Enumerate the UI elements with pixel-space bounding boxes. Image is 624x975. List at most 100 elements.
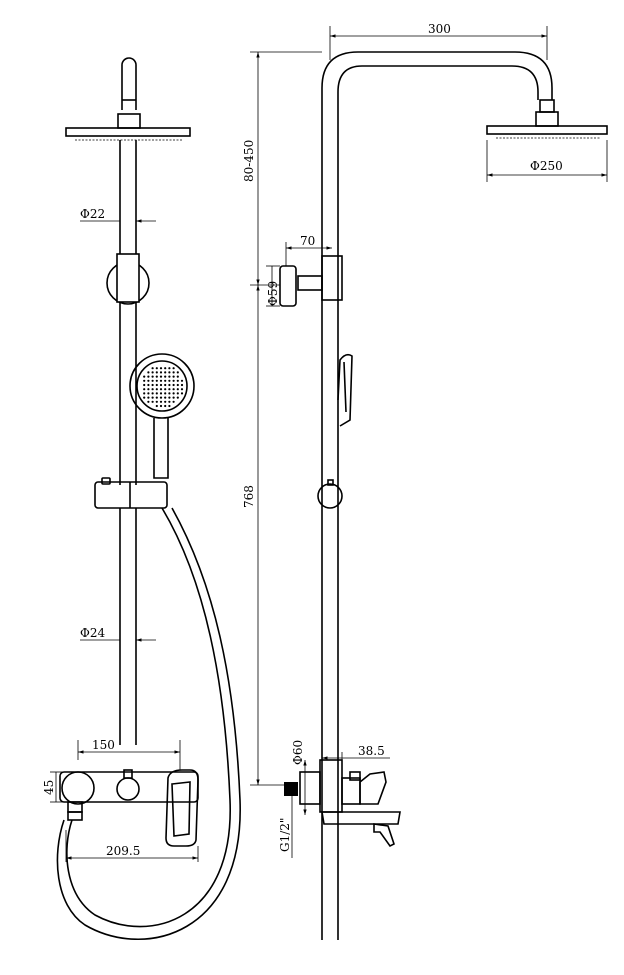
spray-hole xyxy=(168,375,171,378)
spray-hole xyxy=(151,392,154,395)
spray-hole xyxy=(176,383,179,387)
spray-hole xyxy=(159,388,163,391)
spray-hole xyxy=(159,367,163,370)
spray-hole xyxy=(155,383,158,387)
label-arm-reach: 300 xyxy=(428,22,451,36)
spray-hole xyxy=(172,379,175,382)
spray-hole xyxy=(164,388,167,391)
spray-hole xyxy=(147,379,150,382)
spray-hole xyxy=(151,375,154,378)
label-bracket-diameter: Φ59 xyxy=(266,281,280,306)
spray-hole xyxy=(151,379,154,382)
label-mixer-height: 45 xyxy=(42,780,56,795)
label-thread: G1/2" xyxy=(278,818,292,852)
overhead-shower-head xyxy=(65,127,191,137)
spray-hole xyxy=(164,371,167,374)
spray-hole xyxy=(168,371,171,374)
spray-hole xyxy=(168,404,171,408)
label-mixer-width: 150 xyxy=(92,738,115,752)
spray-hole xyxy=(151,371,154,374)
spray-hole xyxy=(143,379,146,382)
spray-hole xyxy=(172,396,175,399)
spray-hole xyxy=(155,379,158,382)
spray-hole xyxy=(143,392,146,395)
spray-hole xyxy=(180,388,184,391)
spray-hole xyxy=(159,379,163,382)
spray-hole xyxy=(164,383,167,387)
spray-hole xyxy=(151,396,154,399)
riser-pipe-inner xyxy=(337,65,539,940)
side-view: 300 Φ250 80-450 768 70 Φ59 xyxy=(242,22,608,940)
spray-hole xyxy=(159,396,163,399)
spray-hole xyxy=(176,392,179,395)
spray-hole xyxy=(155,400,158,403)
spray-hole xyxy=(151,388,154,391)
mixer-lever xyxy=(165,769,199,847)
spray-hole xyxy=(164,396,167,399)
spray-hole xyxy=(180,392,184,395)
spray-hole xyxy=(159,383,163,387)
spray-hole xyxy=(143,388,146,391)
spray-hole xyxy=(164,400,167,403)
spray-hole xyxy=(164,392,167,395)
side-bracket-clamp xyxy=(321,255,343,301)
spray-hole xyxy=(164,375,167,378)
spray-hole xyxy=(147,383,150,387)
spray-hole xyxy=(172,392,175,395)
spray-hole xyxy=(176,388,179,391)
spray-hole xyxy=(168,367,171,370)
spray-hole xyxy=(168,400,171,403)
spray-hole xyxy=(159,375,163,378)
head-connector xyxy=(117,113,141,129)
spray-hole xyxy=(164,367,167,370)
mixer-body xyxy=(59,771,199,803)
spray-hole xyxy=(168,388,171,391)
spray-hole xyxy=(147,388,150,391)
front-view: Φ22 Φ24 150 xyxy=(42,57,241,941)
diverter-knob xyxy=(116,777,140,801)
spray-hole xyxy=(147,392,150,395)
spray-hole xyxy=(172,375,175,378)
hose-outer xyxy=(66,507,231,928)
spray-hole xyxy=(176,375,179,378)
spray-hole xyxy=(143,383,146,387)
spray-hole xyxy=(143,375,146,378)
spray-hole xyxy=(147,400,150,403)
spray-hole xyxy=(155,396,158,399)
spray-hole xyxy=(164,404,167,408)
spray-hole xyxy=(180,383,184,387)
spray-hole xyxy=(168,392,171,395)
spray-hole xyxy=(155,375,158,378)
spray-hole xyxy=(159,404,163,408)
side-head-connector xyxy=(535,111,559,127)
side-escutcheon xyxy=(299,771,321,805)
hand-shower-head xyxy=(129,353,195,419)
spray-hole xyxy=(151,383,154,387)
label-riser-length: 768 xyxy=(242,485,256,508)
spray-hole xyxy=(159,400,163,403)
top-stub xyxy=(121,57,137,110)
spray-hole xyxy=(172,383,175,387)
spray-hole xyxy=(147,371,150,374)
spray-hole xyxy=(168,383,171,387)
side-shower-head xyxy=(486,125,608,135)
spray-hole xyxy=(155,371,158,374)
label-bracket-offset: 70 xyxy=(300,234,315,248)
spray-hole xyxy=(168,396,171,399)
hose-inner xyxy=(56,507,241,941)
slider-holder xyxy=(94,481,168,509)
side-slider xyxy=(317,483,343,509)
spray-holes xyxy=(143,367,184,408)
spray-hole xyxy=(143,396,146,399)
spray-hole xyxy=(172,367,175,370)
side-spout xyxy=(373,823,395,848)
label-rod-lower: Φ24 xyxy=(80,626,105,640)
spray-hole xyxy=(151,400,154,403)
spray-hole xyxy=(147,396,150,399)
spray-hole xyxy=(151,367,154,370)
side-mixer-lever xyxy=(359,771,387,805)
riser-pipe-outer xyxy=(321,51,553,940)
label-head-diameter: Φ250 xyxy=(530,159,563,173)
spray-hole xyxy=(180,379,184,382)
